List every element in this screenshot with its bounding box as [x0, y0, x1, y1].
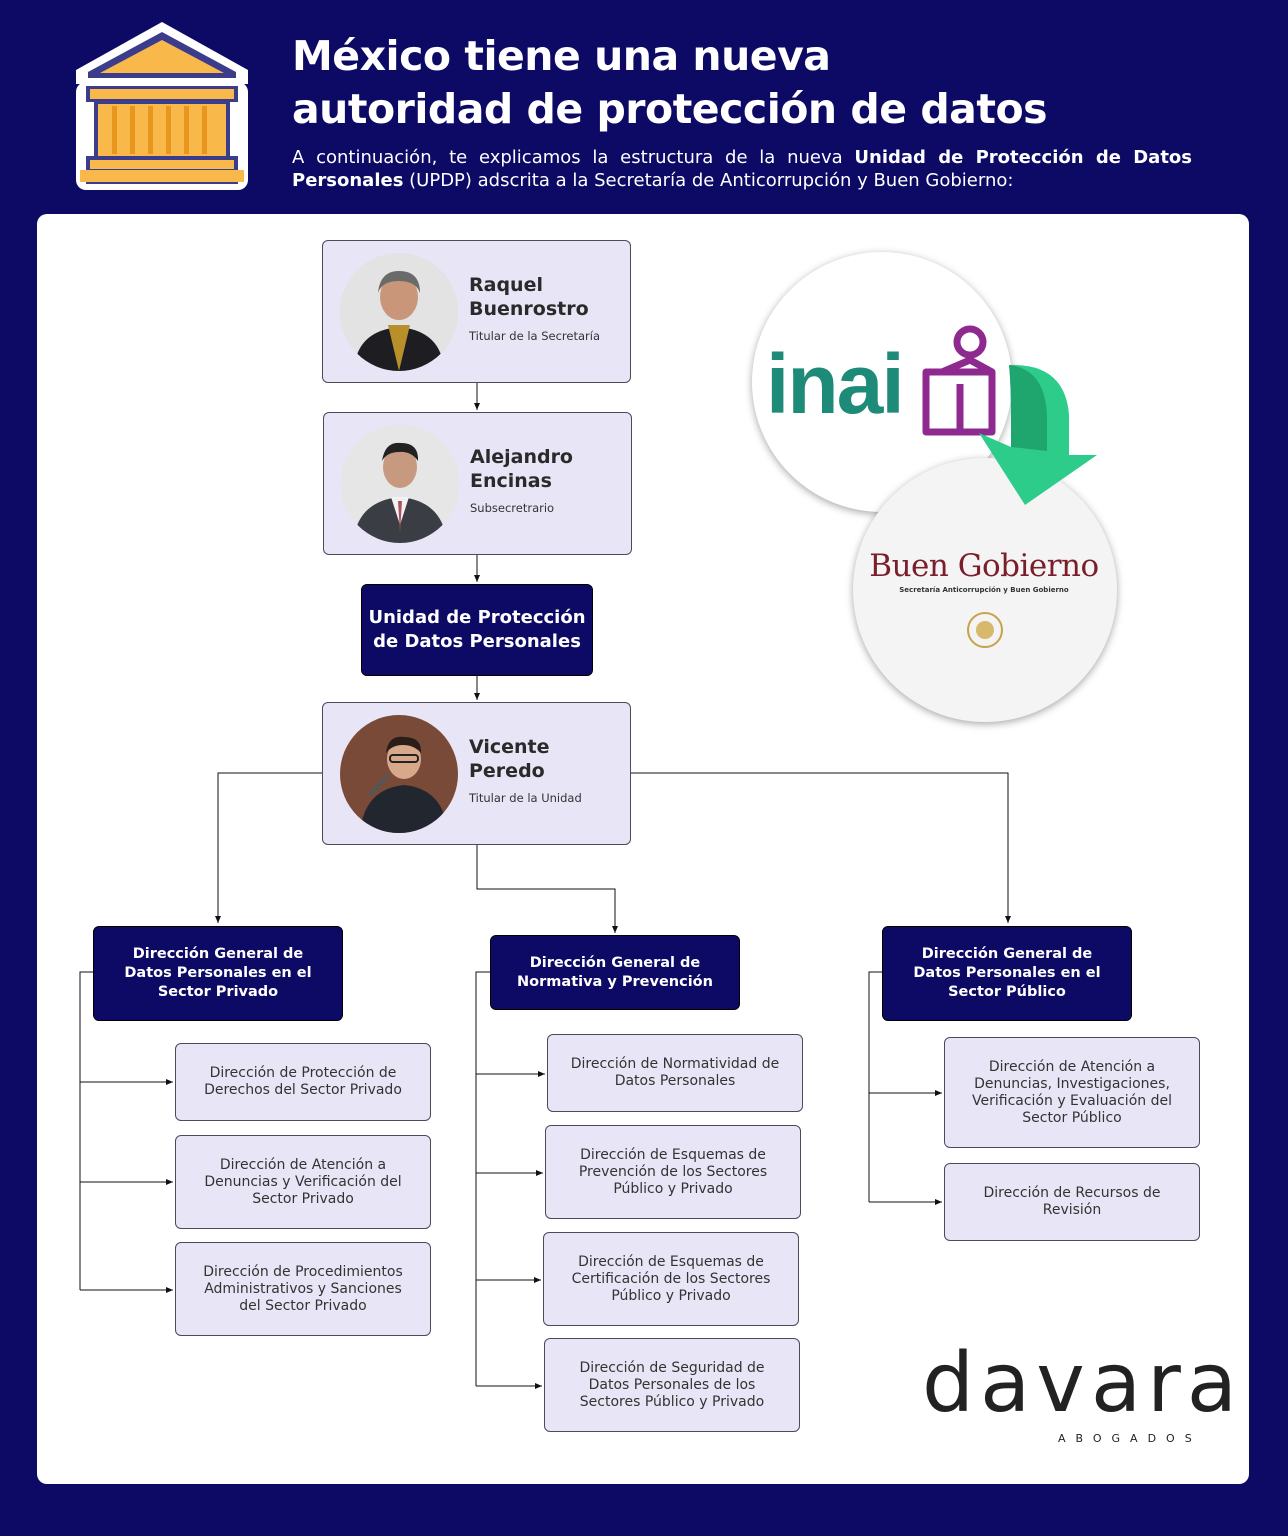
page-title: México tiene una nueva autoridad de prot… — [292, 30, 1048, 136]
avatar — [341, 425, 459, 543]
title-line-2: autoridad de protección de datos — [292, 85, 1048, 133]
arrow-down-icon — [979, 364, 1097, 505]
title-line-1: México tiene una nueva — [292, 32, 831, 80]
avatar — [340, 253, 458, 371]
buen-gobierno-logo: Buen Gobierno Secretaría Anticorrupción … — [853, 458, 1117, 722]
person-role: Titular de la Secretaría — [469, 329, 600, 343]
inai-emblem-icon — [922, 325, 996, 436]
avatar — [340, 715, 458, 833]
page-subtitle: A continuación, te explicamos la estruct… — [292, 146, 1192, 192]
subtitle-text: A continuación, te explicamos la estruct… — [292, 147, 855, 168]
davara-logo: davara — [922, 1336, 1244, 1431]
subtitle-bold: Unidad de Protección de Datos Personales — [292, 147, 1193, 191]
davara-tagline: ABOGADOS — [1058, 1432, 1202, 1445]
person-role: Titular de la Unidad — [469, 791, 582, 805]
person-role: Subsecretrario — [470, 501, 555, 515]
building-icon — [76, 22, 248, 190]
subtitle-text-end: (UPDP) adscrita a la Secretaría de Antic… — [403, 170, 1014, 191]
national-seal-icon — [967, 612, 1003, 648]
